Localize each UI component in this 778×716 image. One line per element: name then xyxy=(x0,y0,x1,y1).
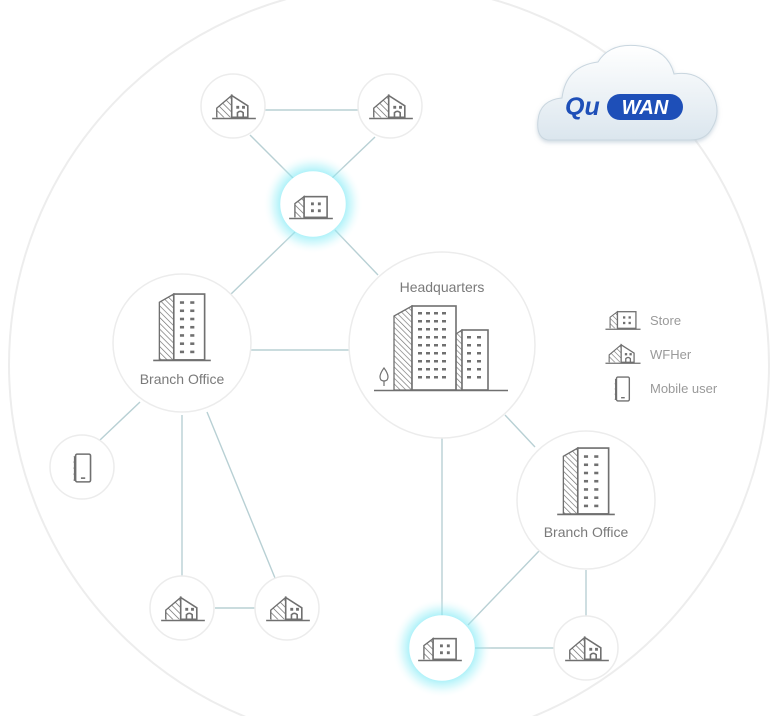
headquarters-label: Headquarters xyxy=(400,279,485,295)
node-headquarters[interactable]: Headquarters xyxy=(348,251,536,439)
legend-label-wfher: WFHer xyxy=(650,347,692,362)
legend-item-store: Store xyxy=(604,311,681,330)
quwan-cloud-logo: Qu WAN xyxy=(537,44,718,141)
network-boundary-circle xyxy=(8,0,770,716)
legend-label-mobile-user: Mobile user xyxy=(650,381,718,396)
legend-label-store: Store xyxy=(650,313,681,328)
logo-wan-badge xyxy=(607,94,683,120)
logo-text-wan: WAN xyxy=(622,97,669,119)
legend: Store WFHer Mobile user xyxy=(604,311,718,402)
wfher-icon xyxy=(604,344,642,364)
legend-item-mobile-user: Mobile user xyxy=(613,376,718,402)
logo-text-qu: Qu xyxy=(565,93,600,121)
node-store-bottom-active[interactable] xyxy=(409,615,475,681)
node-wfher-top-right[interactable] xyxy=(357,73,423,139)
node-wfher-bottom-left-2[interactable] xyxy=(254,575,320,641)
mobile-user-icon xyxy=(613,376,631,402)
node-wfher-bottom-left-1[interactable] xyxy=(149,575,215,641)
node-mobile-user-left[interactable] xyxy=(49,434,115,500)
node-store-top-active[interactable] xyxy=(280,171,346,237)
mobile-user-icon xyxy=(72,453,92,483)
store-icon xyxy=(604,311,642,330)
office-building-icon xyxy=(556,447,616,516)
office-building-icon xyxy=(152,293,212,362)
legend-item-wfher: WFHer xyxy=(604,344,692,364)
node-branch-office-right[interactable]: Branch Office xyxy=(516,430,656,570)
node-branch-office-left[interactable]: Branch Office xyxy=(112,273,252,413)
node-wfher-bottom-right[interactable] xyxy=(553,615,619,681)
node-wfher-top-left[interactable] xyxy=(200,73,266,139)
branch-office-right-label: Branch Office xyxy=(544,524,629,540)
branch-office-left-label: Branch Office xyxy=(140,371,225,387)
